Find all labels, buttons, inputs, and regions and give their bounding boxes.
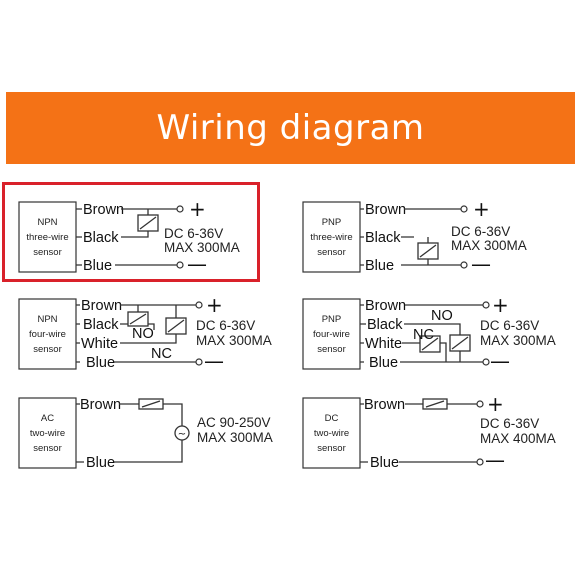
- voltage-spec: AC 90-250V: [197, 415, 271, 430]
- terminal-negative: [476, 458, 484, 466]
- sensor-box: NPN four-wire sensor: [18, 298, 77, 370]
- current-spec: MAX 300MA: [480, 333, 556, 348]
- voltage-spec: DC 6-36V: [451, 224, 510, 239]
- terminal-positive: [482, 301, 490, 309]
- current-spec: MAX 400MA: [480, 431, 556, 446]
- dc-two-wire-module: DC two-wire sensor Brown Blue + — DC 6-3…: [302, 392, 556, 472]
- highlight-frame: [2, 182, 260, 282]
- sensor-wires-label: two-wire: [30, 428, 65, 439]
- sensor-type-label: NPN: [37, 314, 57, 325]
- sensor-label: sensor: [317, 247, 346, 258]
- sensor-label: sensor: [317, 344, 346, 355]
- load-relay-no: [449, 334, 471, 352]
- sensor-label: sensor: [33, 443, 62, 454]
- minus-sign: —: [490, 349, 510, 373]
- wire-label-blue: Blue: [86, 355, 115, 371]
- sensor-type-label: DC: [325, 413, 339, 424]
- voltage-spec: DC 6-36V: [480, 416, 539, 431]
- sensor-box: DC two-wire sensor: [302, 397, 361, 469]
- terminal-positive: [476, 400, 484, 408]
- wire-label-brown: Brown: [83, 202, 124, 218]
- terminal-positive: [460, 205, 468, 213]
- minus-sign: —: [187, 252, 207, 276]
- ac-tilde-icon: ~: [178, 429, 186, 440]
- npn-four-wire-module: NPN four-wire sensor Brown Black White B…: [18, 293, 272, 373]
- voltage-spec: DC 6-36V: [164, 226, 223, 241]
- load-resistor: [422, 398, 448, 410]
- terminal-negative: [460, 261, 468, 269]
- terminal-negative: [482, 358, 490, 366]
- wire-label-black: Black: [83, 230, 119, 246]
- sensor-wires-label: four-wire: [313, 329, 350, 340]
- sensor-type-label: AC: [41, 413, 54, 424]
- sensor-type-label: PNP: [322, 314, 342, 325]
- no-label: NO: [132, 326, 154, 342]
- no-label: NO: [431, 308, 453, 324]
- wire-label-brown: Brown: [365, 298, 406, 314]
- wire-label-brown: Brown: [365, 202, 406, 218]
- pnp-three-wire-module: PNP three-wire sensor Brown Black Blue +…: [302, 197, 527, 276]
- minus-sign: —: [471, 252, 491, 276]
- load-relay: [417, 242, 439, 260]
- pnp-four-wire-module: PNP four-wire sensor Brown Black White B…: [302, 293, 556, 373]
- sensor-wires-label: four-wire: [29, 329, 66, 340]
- nc-label: NC: [413, 327, 434, 343]
- sensor-label: sensor: [33, 247, 62, 258]
- minus-sign: —: [485, 448, 505, 472]
- current-spec: MAX 300MA: [451, 238, 527, 253]
- wire-label-blue: Blue: [365, 258, 394, 274]
- sensor-wires-label: three-wire: [310, 232, 352, 243]
- wire-label-blue: Blue: [86, 455, 115, 471]
- sensor-box: PNP three-wire sensor: [302, 201, 361, 273]
- sensor-label: sensor: [33, 344, 62, 355]
- wire-label-white: White: [365, 336, 402, 352]
- wire-label-brown: Brown: [80, 397, 121, 413]
- wire-label-white: White: [81, 336, 118, 352]
- load-relay-nc: [419, 335, 441, 353]
- terminal-positive: [176, 205, 184, 213]
- plus-sign: +: [206, 293, 223, 317]
- ac-two-wire-module: AC two-wire sensor Brown Blue ~ AC 90-25…: [18, 397, 273, 471]
- plus-sign: +: [487, 392, 504, 416]
- page-title: Wiring diagram: [156, 108, 425, 148]
- load-relay-nc: [165, 317, 187, 335]
- voltage-spec: DC 6-36V: [480, 318, 539, 333]
- npn-three-wire-module: NPN three-wire sensor Brown Black Blue +…: [18, 197, 240, 276]
- wire-label-blue: Blue: [369, 355, 398, 371]
- sensor-type-label: PNP: [322, 217, 342, 228]
- wire-label-black: Black: [83, 317, 119, 333]
- current-spec: MAX 300MA: [164, 240, 240, 255]
- current-spec: MAX 300MA: [197, 430, 273, 445]
- load-resistor: [138, 398, 164, 410]
- current-spec: MAX 300MA: [196, 333, 272, 348]
- load-relay-no: [127, 311, 149, 327]
- sensor-wires-label: three-wire: [26, 232, 68, 243]
- voltage-spec: DC 6-36V: [196, 318, 255, 333]
- terminal-negative: [195, 358, 203, 366]
- plus-sign: +: [492, 293, 509, 317]
- sensor-label: sensor: [317, 443, 346, 454]
- sensor-type-label: NPN: [37, 217, 57, 228]
- terminal-positive: [195, 301, 203, 309]
- plus-sign: +: [189, 197, 206, 221]
- minus-sign: —: [204, 349, 224, 373]
- wire-label-black: Black: [367, 317, 403, 333]
- terminal-negative: [176, 261, 184, 269]
- ac-source: ~: [174, 425, 190, 441]
- title-banner: Wiring diagram: [6, 92, 575, 164]
- wire-label-brown: Brown: [364, 397, 405, 413]
- sensor-box: PNP four-wire sensor: [302, 298, 361, 370]
- wire-label-black: Black: [365, 230, 401, 246]
- load-relay: [137, 214, 159, 232]
- sensor-box: AC two-wire sensor: [18, 397, 77, 469]
- wire-label-blue: Blue: [370, 455, 399, 471]
- nc-label: NC: [151, 346, 172, 362]
- plus-sign: +: [473, 197, 490, 221]
- sensor-box: NPN three-wire sensor: [18, 201, 77, 273]
- wire-label-blue: Blue: [83, 258, 112, 274]
- sensor-wires-label: two-wire: [314, 428, 349, 439]
- wire-label-brown: Brown: [81, 298, 122, 314]
